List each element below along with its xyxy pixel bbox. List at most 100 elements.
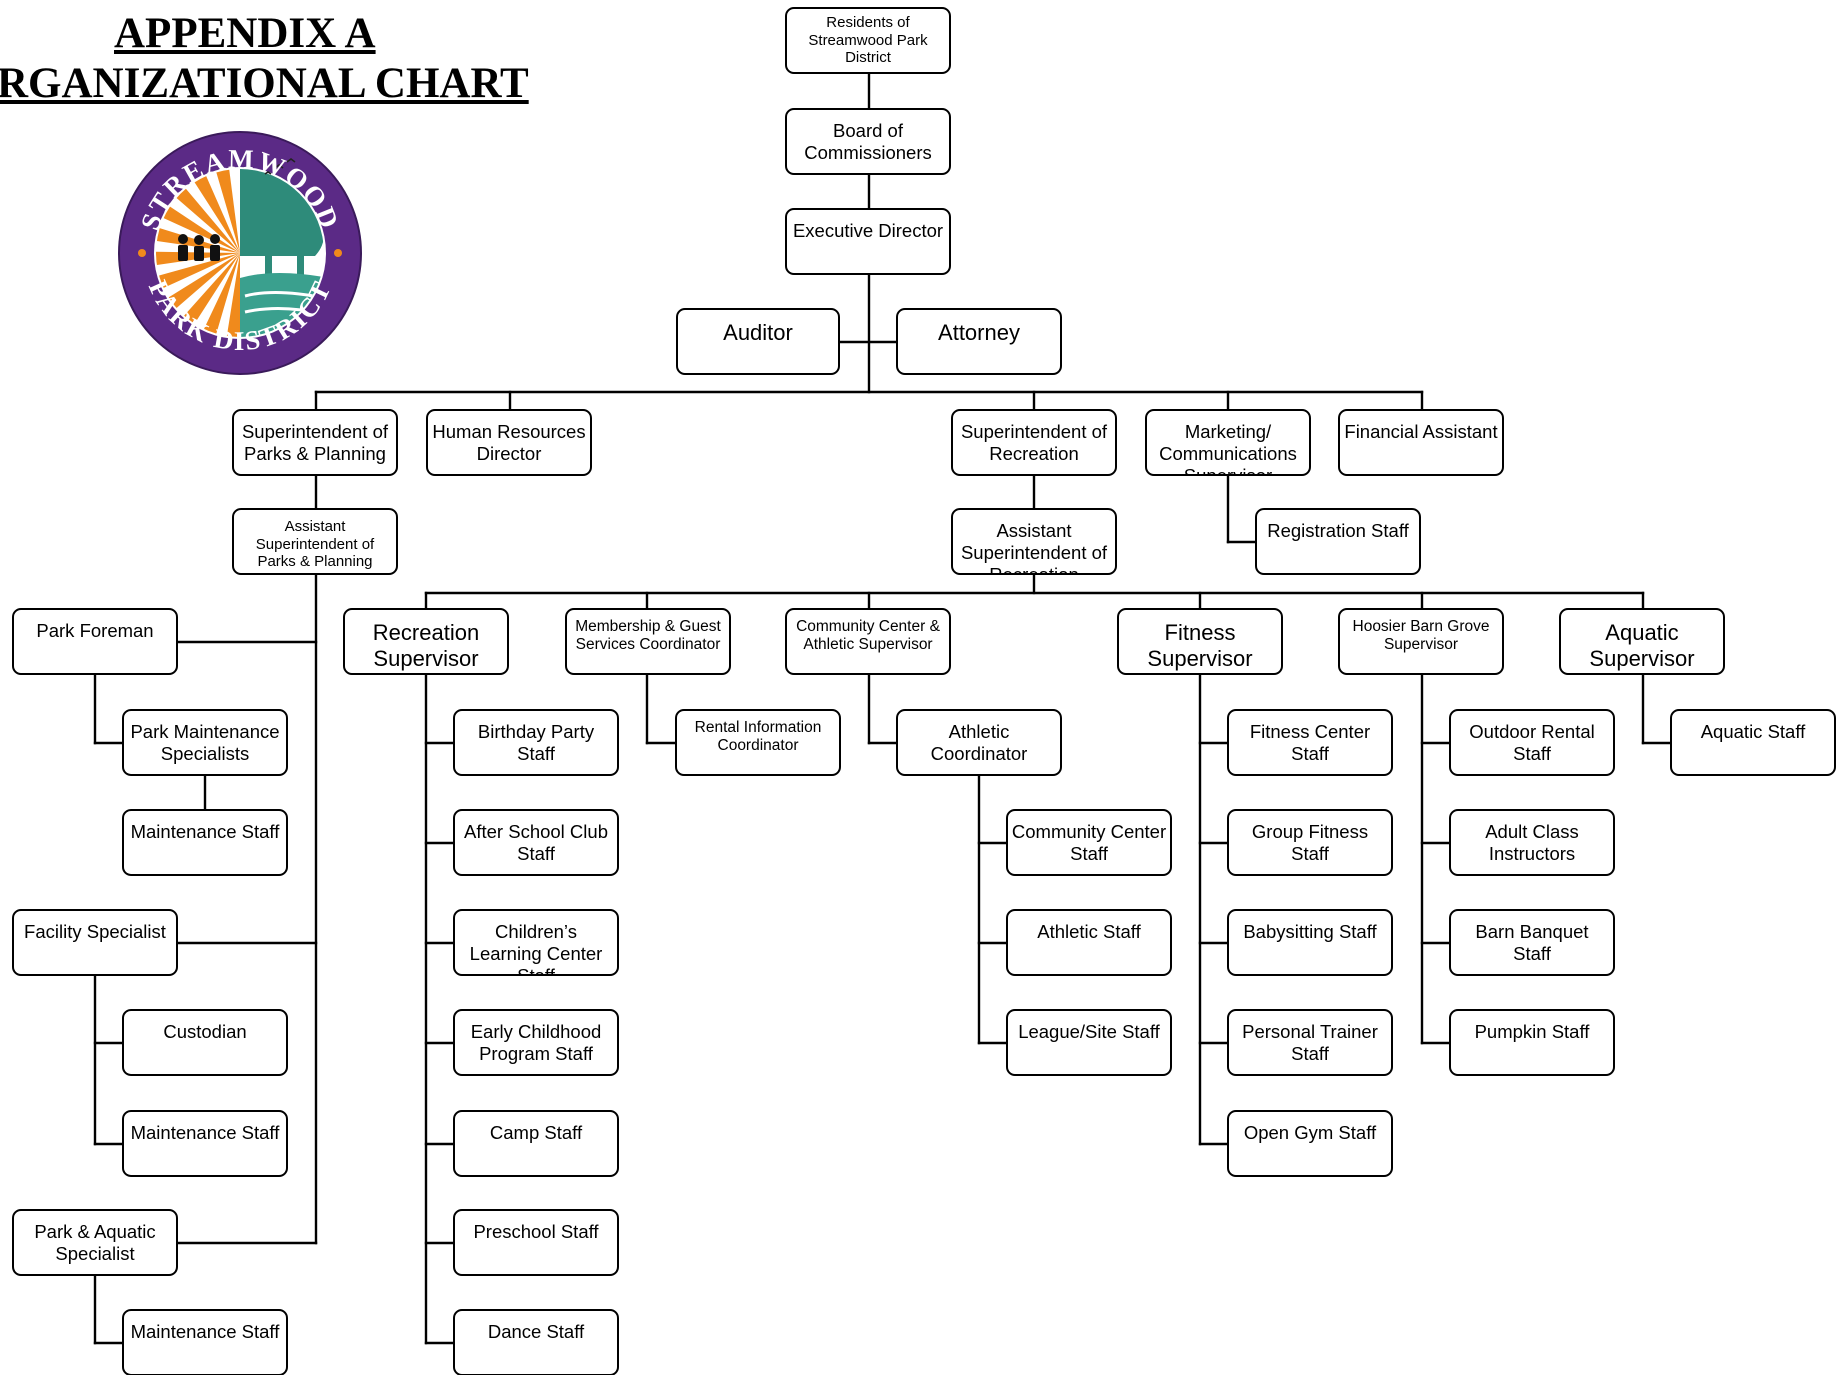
org-box-label: Attorney <box>938 320 1020 345</box>
sun-ray <box>224 253 240 337</box>
org-box-maint-staff-3[interactable]: Maintenance Staff <box>122 1309 288 1375</box>
org-box-label: Recreation <box>989 442 1079 464</box>
org-box-label: Babysitting Staff <box>1243 921 1377 942</box>
org-box-label: Personal Trainer <box>1242 1021 1378 1042</box>
org-box-label: Camp Staff <box>489 1122 583 1143</box>
birds-icon <box>264 158 296 175</box>
org-box-label: Superintendent of <box>960 421 1108 442</box>
org-box-label: Financial Assistant <box>1344 421 1498 442</box>
org-box-label: Park & Aquatic <box>34 1221 156 1242</box>
org-box-camp[interactable]: Camp Staff <box>453 1110 619 1177</box>
org-box-label: Communications <box>1159 442 1297 464</box>
org-box-label: Athletic <box>948 721 1010 742</box>
org-box-label: After School Club <box>464 821 608 842</box>
org-box-label: Marketing/ <box>1184 421 1272 442</box>
org-box-label: Supervisor <box>373 645 479 671</box>
org-box-babysitting[interactable]: Babysitting Staff <box>1227 909 1393 976</box>
org-box-open-gym[interactable]: Open Gym Staff <box>1227 1110 1393 1177</box>
org-box-custodian[interactable]: Custodian <box>122 1009 288 1076</box>
org-box-preschool[interactable]: Preschool Staff <box>453 1209 619 1276</box>
org-box-label: Assistant <box>996 520 1072 541</box>
org-box-aquatic-staff[interactable]: Aquatic Staff <box>1670 709 1836 776</box>
sun-ray <box>211 169 240 253</box>
org-box-label: Facility Specialist <box>24 921 166 942</box>
org-box-reg-staff[interactable]: Registration Staff <box>1255 508 1421 575</box>
org-box-league[interactable]: League/Site Staff <box>1006 1009 1172 1076</box>
org-box-label: District <box>845 49 891 67</box>
org-box-label: Coordinator <box>717 737 799 755</box>
org-box-cc-athletic[interactable]: Community Center &Athletic Supervisor <box>785 608 951 675</box>
org-box-label: Outdoor Rental <box>1469 721 1595 742</box>
org-box-facility-spec[interactable]: Facility Specialist <box>12 909 178 976</box>
org-box-label: Parks & Planning <box>244 442 386 464</box>
org-box-label: Auditor <box>723 320 793 345</box>
org-box-fin[interactable]: Financial Assistant <box>1338 409 1504 476</box>
org-box-maint-staff-2[interactable]: Maintenance Staff <box>122 1110 288 1177</box>
org-box-maint-staff-1[interactable]: Maintenance Staff <box>122 809 288 876</box>
org-box-label: Streamwood Park <box>808 31 928 49</box>
org-box-label: Human Resources <box>432 421 586 442</box>
org-box-label: Membership & Guest <box>575 618 721 635</box>
org-box-label: Board of <box>833 120 903 141</box>
org-box-label: Aquatic Staff <box>1700 721 1806 742</box>
org-box-label: Maintenance Staff <box>130 1321 280 1342</box>
org-box-label: Park Maintenance <box>130 721 280 742</box>
org-box-athletic-staff[interactable]: Athletic Staff <box>1006 909 1172 976</box>
sun-ray <box>173 253 240 337</box>
org-box-dance[interactable]: Dance Staff <box>453 1309 619 1375</box>
org-box-attorney[interactable]: Attorney <box>896 308 1062 375</box>
org-box-label: Staff <box>1291 742 1329 764</box>
org-box-exec[interactable]: Executive Director <box>785 208 951 275</box>
org-box-label: Director <box>476 442 542 464</box>
streamwood-park-district-logo: STREAMWOOD PARK DISTRICT <box>118 131 362 375</box>
org-box-label: Staff <box>517 964 555 976</box>
org-box-label: Staff <box>517 742 555 764</box>
sun-ray <box>164 176 240 253</box>
org-box-label: Aquatic <box>1605 620 1679 645</box>
org-box-auditor[interactable]: Auditor <box>676 308 840 375</box>
org-box-label: Parks & Planning <box>257 553 373 571</box>
org-box-pumpkin[interactable]: Pumpkin Staff <box>1449 1009 1615 1076</box>
org-box-label: Custodian <box>163 1021 247 1042</box>
family-icon <box>178 234 220 261</box>
org-box-label: Supervisor <box>1383 636 1459 654</box>
org-box-label: Dance Staff <box>487 1321 585 1342</box>
org-box-label: Supervisor <box>1147 645 1253 671</box>
org-box-label: Maintenance Staff <box>130 821 280 842</box>
org-box-label: Staff <box>1513 742 1551 764</box>
org-box-label: Staff <box>1070 842 1108 864</box>
org-box-label: Superintendent of <box>255 535 375 553</box>
org-box-park-foreman[interactable]: Park Foreman <box>12 608 178 675</box>
org-box-label: Staff <box>1291 1042 1329 1064</box>
org-box-label: Instructors <box>1488 842 1576 864</box>
